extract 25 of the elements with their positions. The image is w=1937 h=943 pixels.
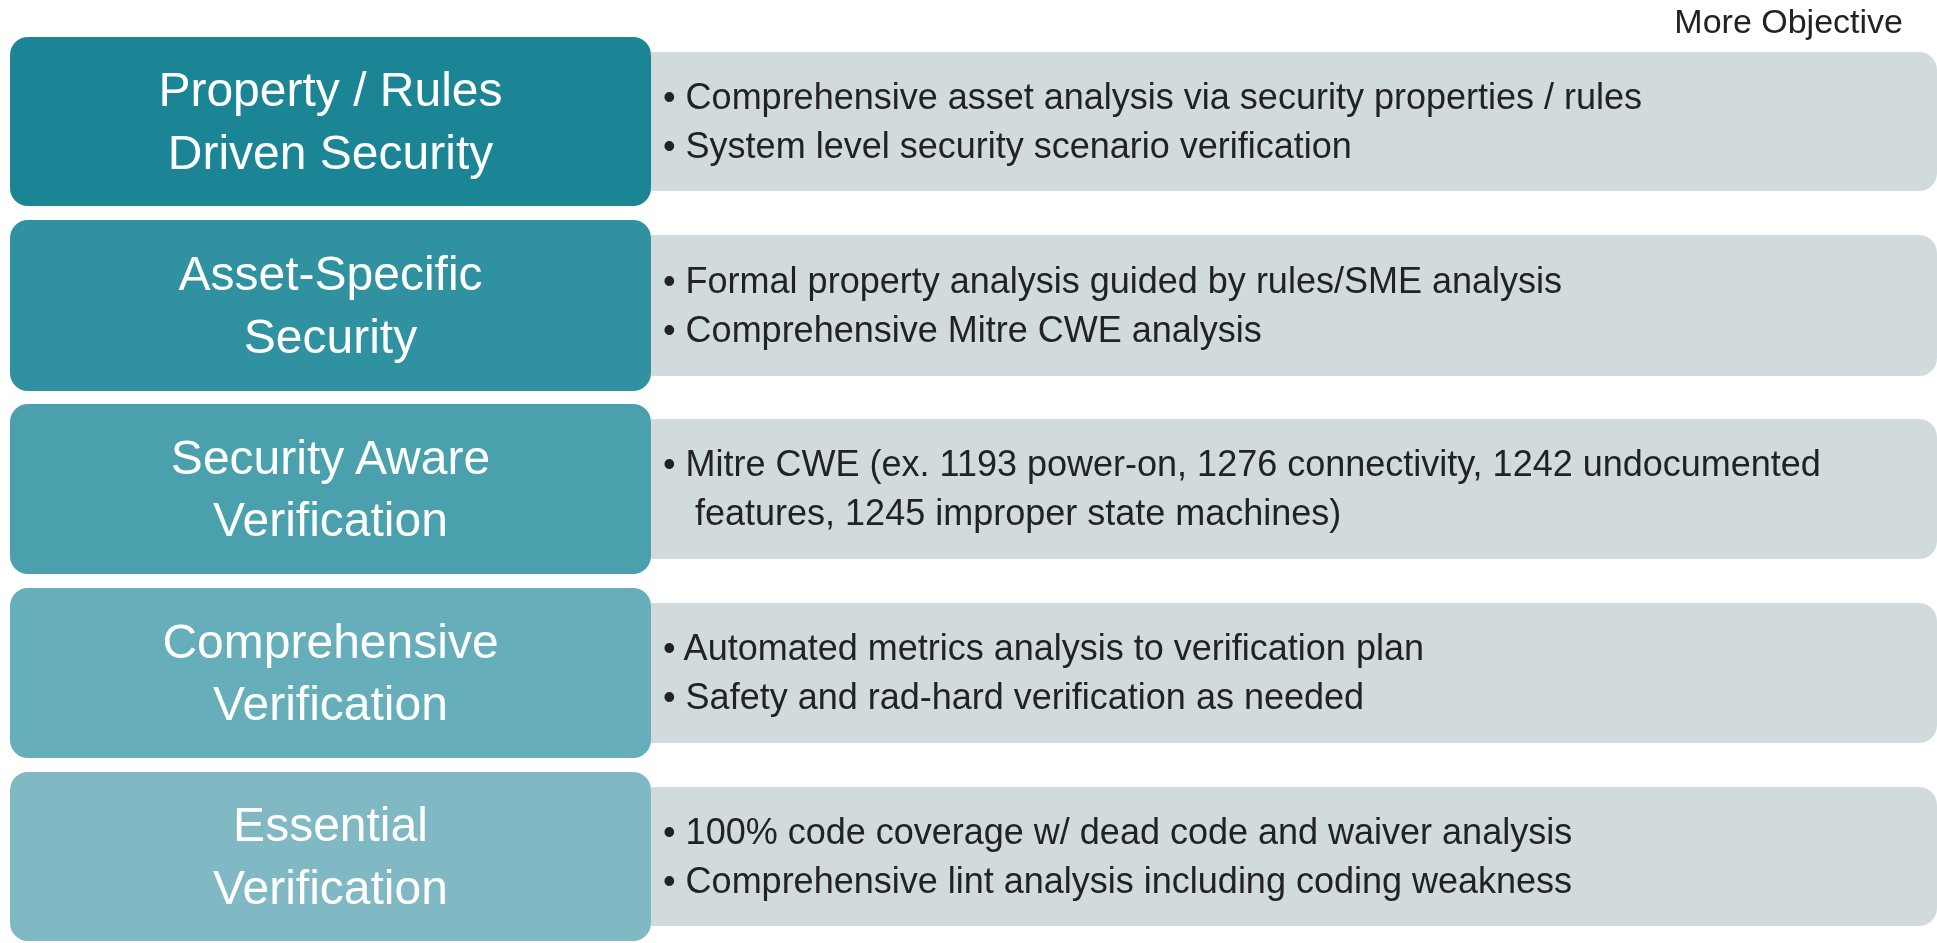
axis-label: More Objective [1674,2,1903,41]
tier-box [10,404,651,574]
description-panel [651,603,1937,743]
tier-title: Essential Verification [212,797,449,916]
tier-title: Asset-Specific Security [177,246,484,365]
description-panel [651,419,1937,559]
bullet-text: • System level security scenario verification [663,123,1353,168]
tier-box [10,220,651,391]
bullet-text: • 100% code coverage w/ dead code and waiver analysis [663,809,1573,854]
bullet-text: • Formal property analysis guided by rules/SME analysis [663,258,1562,303]
tier-title: Property / Rules Driven Security [157,62,504,181]
description-panel [651,787,1937,926]
tier-box [10,772,651,941]
bullet-text: • Safety and rad-hard verification as needed [663,675,1366,719]
bullet-text: • Comprehensive Mitre CWE analysis [663,307,1263,352]
bullet-text: • Comprehensive asset analysis via security properties / rules [663,74,1642,119]
bullet-text: • Comprehensive lint analysis including coding weakness [663,858,1573,903]
tier-box [10,588,651,758]
tier-title: Security Aware Verification [169,429,492,548]
tier-box [10,37,651,206]
tier-title: Comprehensive Verification [161,613,500,732]
description-panel [651,52,1937,191]
bullet-text: • Mitre CWE (ex. 1193 power-on, 1276 connectivity, 1242 undocumented features, 1245 improper state machines) [663,442,1822,535]
bullet-text: • Automated metrics analysis to verification plan [663,626,1424,671]
description-panel [651,235,1937,376]
